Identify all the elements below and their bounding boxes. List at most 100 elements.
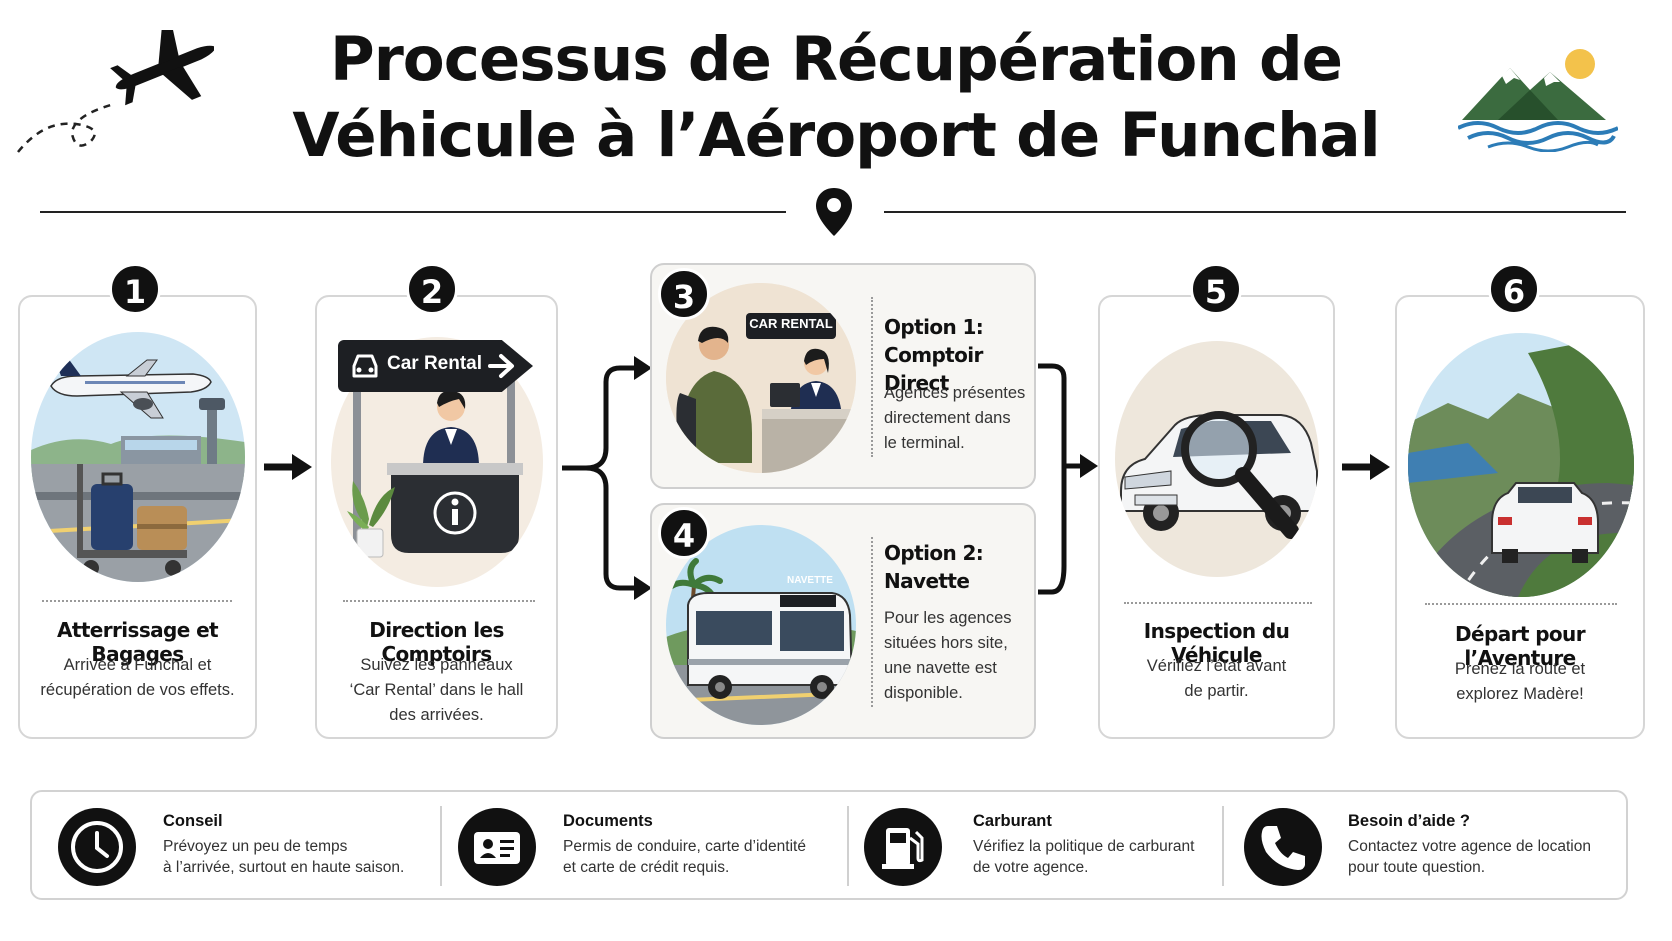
tip-line: pour toute question. bbox=[1348, 859, 1486, 876]
step-title: Atterrissage et Bagages bbox=[56, 618, 219, 666]
tip-line: Permis de conduire, carte d’identité bbox=[563, 838, 806, 855]
option-title-line: Option 2: bbox=[884, 541, 984, 565]
option-title: Option 1: Comptoir Direct bbox=[884, 313, 1034, 397]
desc-line: Pour les agences bbox=[884, 609, 1012, 627]
merge-arrows bbox=[1038, 363, 1098, 595]
option-desc: Agences présentes directement dans le te… bbox=[884, 381, 1025, 456]
tip-line: et carte de crédit requis. bbox=[563, 859, 730, 876]
mountain-sea-logo bbox=[1457, 42, 1619, 157]
divider-dots bbox=[871, 537, 873, 707]
divider-dots bbox=[871, 297, 873, 457]
title-line-1: Processus de Récupération de bbox=[330, 24, 1343, 95]
tip-separator bbox=[1222, 806, 1224, 886]
header-rule-left bbox=[40, 211, 786, 213]
divider-dots bbox=[1124, 602, 1312, 604]
tip-separator bbox=[440, 806, 442, 886]
tip-line: à l’arrivée, surtout en haute saison. bbox=[163, 859, 405, 876]
step-desc: Vérifiez l’état avant de partir. bbox=[1100, 654, 1333, 704]
tip-carburant: Carburant Vérifiez la politique de carbu… bbox=[850, 792, 1220, 898]
desc-line: Vérifiez l’état avant bbox=[1146, 657, 1287, 675]
tip-text: Prévoyez un peu de temps à l’arrivée, su… bbox=[163, 836, 433, 878]
tip-title: Documents bbox=[563, 812, 653, 830]
divider-dots bbox=[1425, 603, 1617, 605]
step-card-6: Départ pour l’Aventure Prenez la route e… bbox=[1395, 295, 1645, 739]
tip-documents: Documents Permis de conduire, carte d’id… bbox=[442, 792, 842, 898]
arrow-right-icon bbox=[1342, 454, 1390, 480]
tip-title: Carburant bbox=[973, 812, 1052, 830]
tip-separator bbox=[847, 806, 849, 886]
desc-line: explorez Madère! bbox=[1456, 685, 1584, 703]
page-title: Processus de Récupération de Véhicule à … bbox=[0, 22, 1672, 174]
option-title-line: Navette bbox=[884, 569, 970, 593]
step-card-5: Inspection du Véhicule Vérifiez l’état a… bbox=[1098, 295, 1335, 739]
tip-text: Permis de conduire, carte d’identité et … bbox=[563, 836, 853, 878]
header-rule-right bbox=[884, 211, 1626, 213]
step-number-badge-1: 1 bbox=[109, 263, 161, 315]
desc-line: Suivez les panneaux bbox=[360, 656, 513, 674]
tip-line: Contactez votre agence de location bbox=[1348, 838, 1591, 855]
title-line-2: Véhicule à l’Aéroport de Funchal bbox=[292, 100, 1380, 171]
tip-title: Conseil bbox=[163, 812, 223, 830]
shuttle-sign: NAVETTE bbox=[787, 575, 833, 586]
desc-line: le terminal. bbox=[884, 434, 965, 452]
id-card-icon bbox=[458, 808, 536, 886]
step-title: Départ pour l’Aventure bbox=[1455, 622, 1586, 670]
coastal-road-illustration bbox=[1408, 333, 1634, 597]
desc-line: Prenez la route et bbox=[1454, 660, 1586, 678]
option-title-line: Comptoir Direct bbox=[884, 343, 983, 395]
tip-conseil: Conseil Prévoyez un peu de temps à l’arr… bbox=[32, 792, 432, 898]
step-title: Direction les Comptoirs bbox=[369, 618, 504, 666]
tip-title: Besoin d’aide ? bbox=[1348, 812, 1470, 830]
tip-line: Vérifiez la politique de carburant bbox=[973, 838, 1195, 855]
step-desc: Suivez les panneaux ‘Car Rental’ dans le… bbox=[317, 653, 556, 728]
tip-text: Vérifiez la politique de carburant de vo… bbox=[973, 836, 1223, 878]
option-card-3: CAR RENTAL Option 1: Comptoir Direct Age… bbox=[650, 263, 1036, 489]
map-pin-icon bbox=[814, 186, 854, 243]
step-number-badge-6: 6 bbox=[1488, 263, 1540, 315]
branch-arrows bbox=[562, 356, 652, 600]
desc-line: récupération de vos effets. bbox=[40, 681, 235, 699]
fuel-pump-icon bbox=[864, 808, 942, 886]
desc-line: situées hors site, bbox=[884, 634, 1008, 652]
airplane-icon bbox=[14, 21, 216, 165]
desc-line: Agences présentes bbox=[884, 384, 1026, 402]
option-title-line: Option 1: bbox=[884, 315, 984, 339]
desc-line: disponible. bbox=[884, 684, 963, 702]
option-card-4: NAVETTE Option 2: Navette Pour les agenc… bbox=[650, 503, 1036, 739]
desc-line: de partir. bbox=[1184, 682, 1249, 700]
option-desc: Pour les agences situées hors site, une … bbox=[884, 606, 1012, 706]
desc-line: Arrivée à Funchal et bbox=[63, 656, 212, 674]
arrow-right-icon bbox=[488, 354, 514, 378]
step-number-badge-4: 4 bbox=[658, 507, 710, 559]
desc-line: ‘Car Rental’ dans le hall bbox=[349, 681, 524, 699]
tips-bar: Conseil Prévoyez un peu de temps à l’arr… bbox=[30, 790, 1628, 900]
divider-dots bbox=[42, 600, 232, 602]
shuttle-bus-illustration bbox=[666, 525, 856, 725]
tip-aide: Besoin d’aide ? Contactez votre agence d… bbox=[1224, 792, 1624, 898]
car-inspection-illustration bbox=[1115, 341, 1319, 577]
step-number-badge-5: 5 bbox=[1190, 263, 1242, 315]
tip-text: Contactez votre agence de location pour … bbox=[1348, 836, 1618, 878]
step-number-badge-3: 3 bbox=[658, 268, 710, 320]
step-card-1: Atterrissage et Bagages Arrivée à Funcha… bbox=[18, 295, 257, 739]
step-desc: Prenez la route et explorez Madère! bbox=[1397, 657, 1643, 707]
tip-line: de votre agence. bbox=[973, 859, 1089, 876]
counter-sign: CAR RENTAL bbox=[749, 316, 833, 331]
step-number-badge-2: 2 bbox=[406, 263, 458, 315]
desc-line: des arrivées. bbox=[389, 706, 484, 724]
airport-luggage-illustration bbox=[31, 332, 245, 582]
arrow-right-icon bbox=[264, 454, 312, 480]
desc-line: directement dans bbox=[884, 409, 1011, 427]
car-icon bbox=[352, 354, 378, 378]
sign-label: Car Rental bbox=[387, 353, 483, 374]
step-title: Inspection du Véhicule bbox=[1143, 619, 1290, 667]
desc-line: une navette est bbox=[884, 659, 997, 677]
phone-icon bbox=[1244, 808, 1322, 886]
option-title: Option 2: Navette bbox=[884, 539, 984, 595]
tip-line: Prévoyez un peu de temps bbox=[163, 838, 348, 855]
step-card-2: Car Rental Direction les Comptoirs Suive… bbox=[315, 295, 558, 739]
step-desc: Arrivée à Funchal et récupération de vos… bbox=[20, 653, 255, 703]
car-rental-sign: Car Rental bbox=[338, 340, 533, 392]
clock-icon bbox=[58, 808, 136, 886]
divider-dots bbox=[343, 600, 535, 602]
